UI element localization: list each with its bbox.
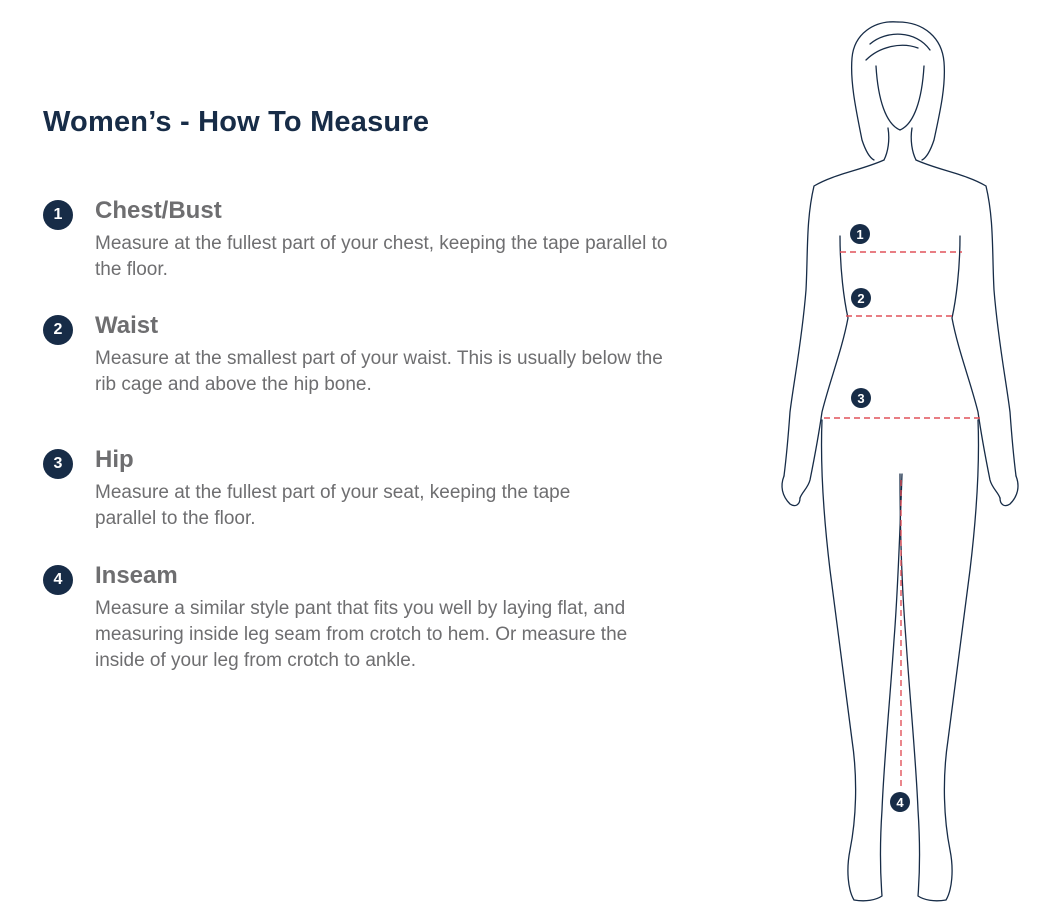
- step-description: Measure at the fullest part of your ches…: [95, 233, 668, 280]
- step-number-badge: 4: [43, 565, 73, 595]
- step-number-badge: 1: [43, 200, 73, 230]
- measurement-lines: [824, 251, 980, 790]
- step-description: Measure at the fullest part of your seat…: [95, 482, 571, 529]
- neck-left: [883, 127, 890, 161]
- right-arm-outer: [915, 159, 1017, 477]
- marker-4: 4: [890, 792, 910, 812]
- torso-left: [799, 235, 849, 499]
- step-heading: Waist: [95, 312, 159, 339]
- left-arm-outer: [783, 159, 885, 477]
- marker-label: 2: [857, 291, 864, 306]
- left-leg: [820, 419, 903, 902]
- step-number-badge: 3: [43, 449, 73, 479]
- body-measurement-figure: 1 2 3 4: [781, 21, 1019, 902]
- page-title: Women’s - How To Measure: [43, 106, 430, 138]
- hair-left-outline: [850, 21, 899, 161]
- left-hand: [781, 475, 801, 507]
- step-heading: Inseam: [95, 562, 178, 589]
- hair-strand: [865, 44, 919, 61]
- step-heading: Hip: [95, 446, 134, 473]
- step-description: Measure a similar style pant that fits y…: [95, 598, 628, 671]
- figure-markers: 1 2 3 4: [850, 224, 910, 812]
- marker-label: 3: [857, 391, 864, 406]
- figure-outline: [781, 21, 1019, 902]
- right-leg: [899, 419, 980, 902]
- step-heading: Chest/Bust: [95, 197, 222, 224]
- marker-2: 2: [851, 288, 871, 308]
- hair-top-line: [869, 33, 931, 51]
- marker-label: 1: [856, 227, 863, 242]
- marker-3: 3: [851, 388, 871, 408]
- neck-right: [910, 127, 917, 161]
- torso-right: [951, 235, 1001, 499]
- right-hand: [999, 475, 1019, 507]
- step-description: Measure at the smallest part of your wai…: [95, 348, 663, 395]
- face-outline: [875, 65, 925, 131]
- step-number-badge: 2: [43, 315, 73, 345]
- marker-label: 4: [896, 795, 904, 810]
- marker-1: 1: [850, 224, 870, 244]
- hair-right-outline: [897, 21, 946, 161]
